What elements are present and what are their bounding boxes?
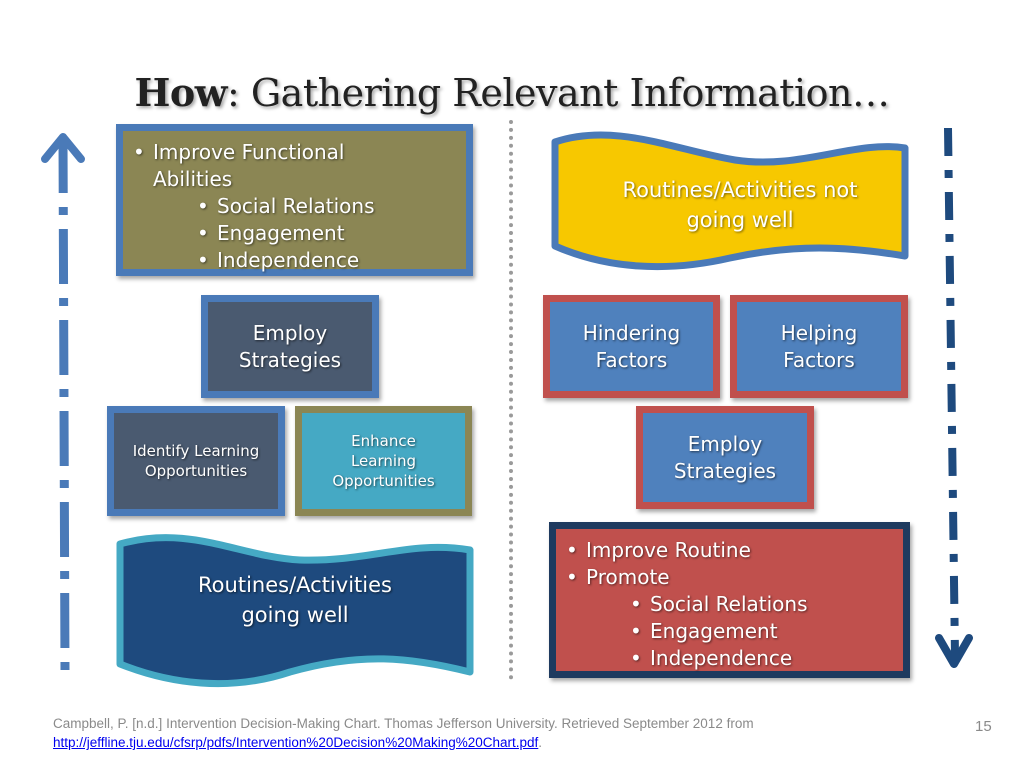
page-number: 15 bbox=[975, 718, 992, 735]
left-routines-banner bbox=[116, 534, 474, 688]
list-item: Engagement bbox=[129, 220, 460, 247]
right-goals-box: Improve Routine Promote Social Relations… bbox=[549, 522, 910, 678]
list-item: Independence bbox=[562, 645, 897, 672]
list-item: Promote bbox=[562, 564, 897, 591]
list-item: Social Relations bbox=[562, 591, 897, 618]
right-employ-strategies-box: Employ Strategies bbox=[636, 406, 814, 509]
hindering-factors-box: Hindering Factors bbox=[543, 295, 720, 398]
citation-text: Campbell, P. [n.d.] Intervention Decisio… bbox=[53, 716, 754, 731]
arrow-down-icon bbox=[935, 127, 973, 668]
helping-factors-box: Helping Factors bbox=[730, 295, 908, 398]
identify-learning-box: Identify Learning Opportunities bbox=[107, 406, 285, 516]
right-routines-banner bbox=[551, 131, 909, 271]
left-goals-box: Improve Functional Abilities Social Rela… bbox=[116, 124, 473, 276]
citation-link-suffix: . bbox=[538, 735, 543, 750]
left-banner-text: Routines/Activities going well bbox=[198, 573, 392, 627]
right-goals-list: Improve Routine Promote Social Relations… bbox=[562, 537, 897, 672]
list-item: Social Relations bbox=[129, 193, 460, 220]
right-banner-text: Routines/Activities not going well bbox=[622, 178, 858, 232]
list-item: Independence bbox=[129, 247, 460, 274]
list-item: Improve Routine bbox=[562, 537, 897, 564]
list-item: Engagement bbox=[562, 618, 897, 645]
column-divider bbox=[509, 120, 513, 680]
citation-footer: Campbell, P. [n.d.] Intervention Decisio… bbox=[53, 714, 754, 752]
list-item: Improve Functional Abilities bbox=[129, 139, 460, 193]
left-employ-strategies-box: Employ Strategies bbox=[201, 295, 379, 398]
page-title: How: Gathering Relevant Information… bbox=[134, 70, 890, 115]
arrow-up-icon bbox=[41, 133, 85, 674]
left-goals-list: Improve Functional Abilities Social Rela… bbox=[129, 139, 460, 274]
citation-link[interactable]: http://jeffline.tju.edu/cfsrp/pdfs/Inter… bbox=[53, 735, 539, 750]
enhance-learning-box: Enhance Learning Opportunities bbox=[295, 406, 472, 516]
